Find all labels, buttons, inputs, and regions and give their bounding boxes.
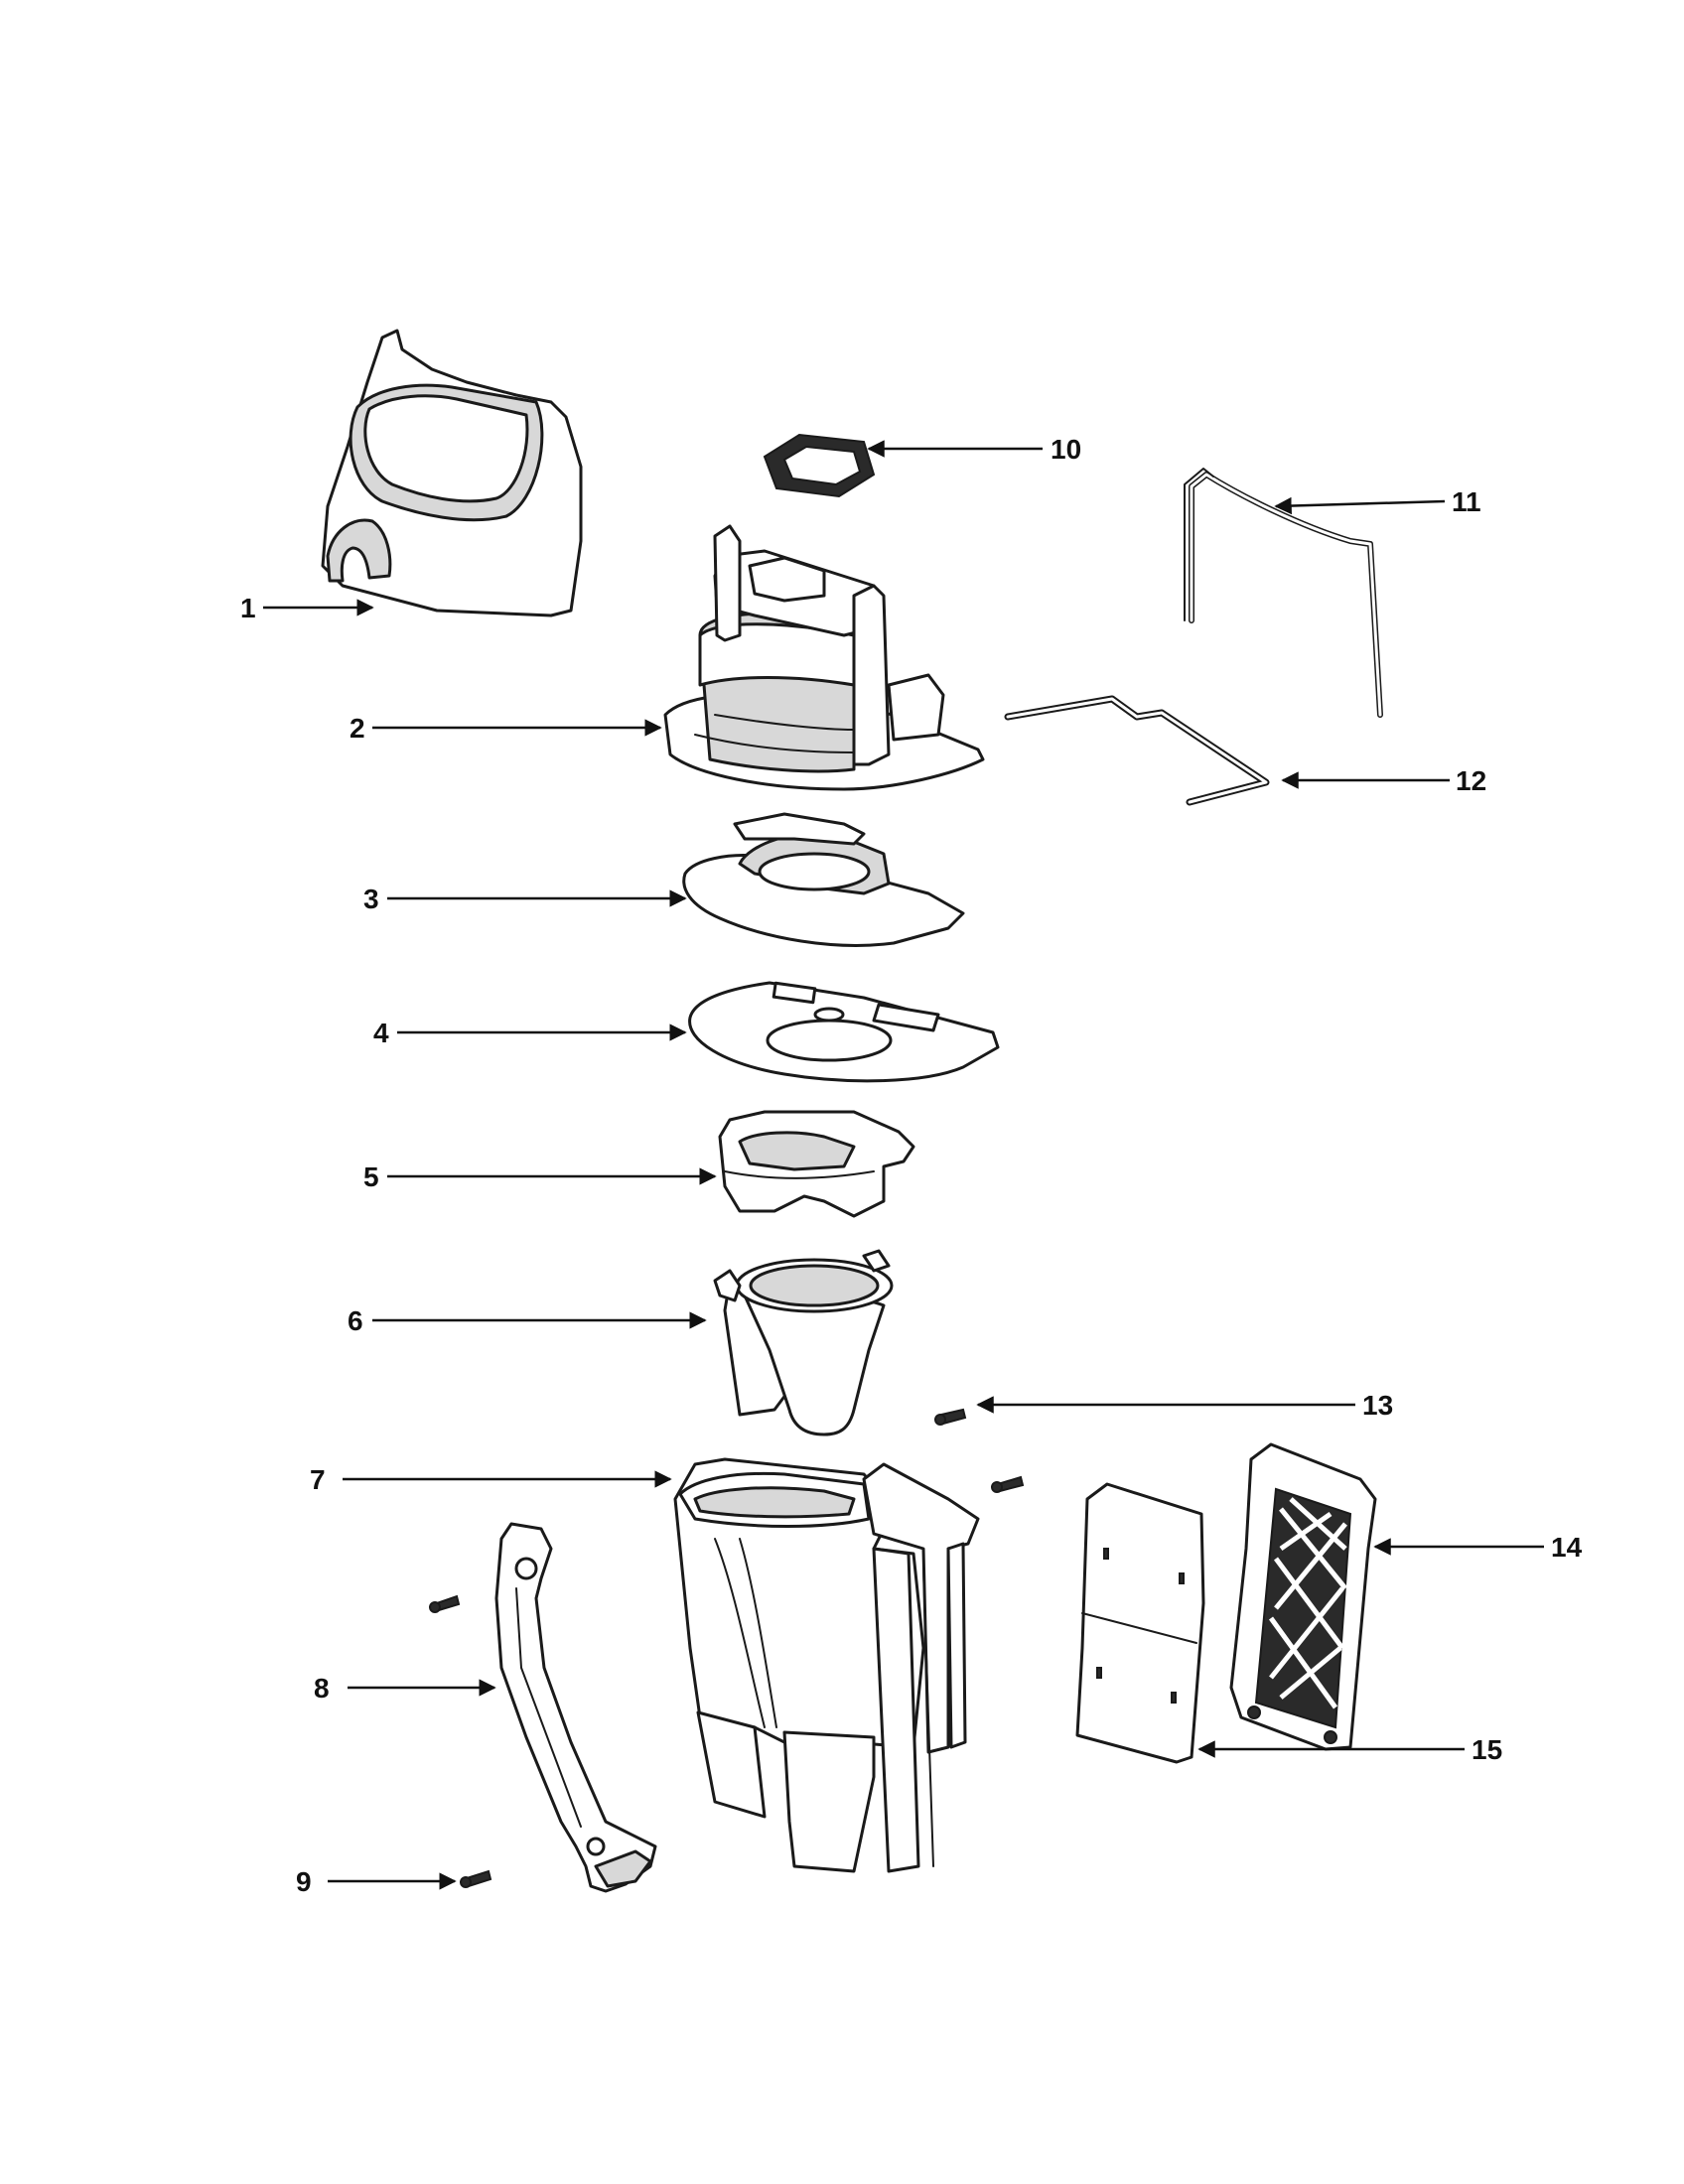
callout-14: 14 [1551, 1532, 1583, 1563]
part-7-housing [673, 1457, 980, 1873]
part-4-plate [688, 981, 1000, 1083]
callout-2: 2 [350, 713, 365, 744]
part-15-panel [1075, 1482, 1205, 1764]
callout-6: 6 [348, 1305, 363, 1336]
callout-7: 7 [310, 1464, 326, 1495]
callout-10: 10 [1051, 434, 1081, 465]
part-2-reservoir-assembly [663, 524, 985, 791]
part-5-basket-holder [718, 1110, 915, 1218]
part-9-screw [460, 1869, 492, 1888]
part-8-lever [494, 1522, 657, 1893]
part-10-gasket [763, 433, 876, 498]
part-12-bent-rod [1004, 695, 1270, 806]
part-11-wire-bracket [1184, 468, 1383, 718]
part-6-filter-basket [713, 1249, 894, 1436]
leader-lines [263, 440, 1544, 1890]
callout-4: 4 [373, 1018, 389, 1048]
part-8-screw [429, 1594, 461, 1613]
callout-9: 9 [296, 1866, 312, 1897]
callout-13: 13 [1362, 1390, 1393, 1421]
part-3-tray-base [682, 812, 965, 947]
leader-11 [1274, 496, 1446, 515]
callout-8: 8 [314, 1673, 330, 1704]
part-1-top-cover [321, 329, 583, 617]
part-14-grill [1229, 1442, 1377, 1751]
callout-11: 11 [1452, 486, 1481, 517]
callout-labels: 1 2 3 4 5 6 7 8 9 10 11 12 13 14 15 [240, 434, 1583, 1897]
callout-3: 3 [363, 884, 379, 914]
callout-15: 15 [1472, 1734, 1502, 1765]
callout-12: 12 [1456, 765, 1486, 796]
part-13-screw-2 [991, 1475, 1025, 1493]
callout-1: 1 [240, 593, 256, 623]
part-13-screw [934, 1408, 967, 1426]
callout-5: 5 [363, 1161, 379, 1192]
